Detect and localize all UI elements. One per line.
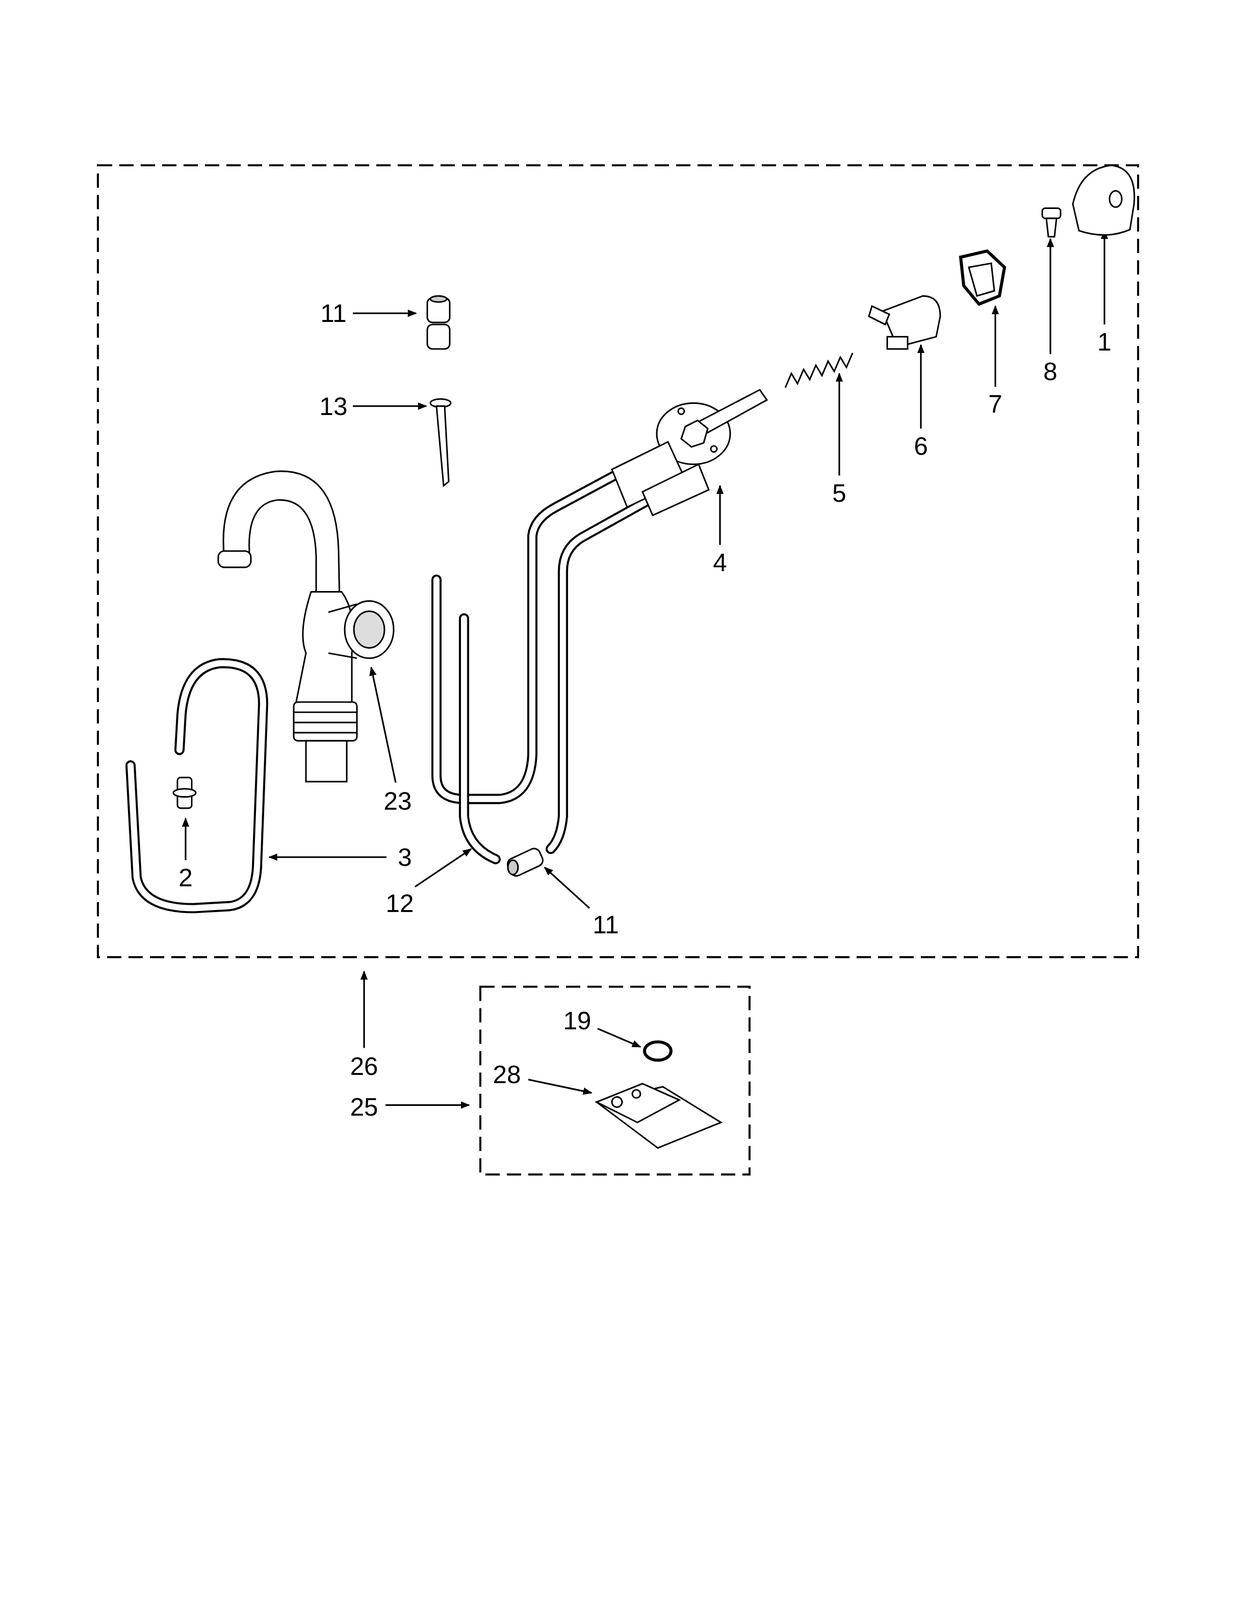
tubing bbox=[130, 471, 653, 908]
small-parts bbox=[710, 445, 717, 453]
callout-number: 25 bbox=[349, 1093, 379, 1120]
small-parts bbox=[507, 859, 519, 874]
small-parts bbox=[173, 788, 196, 797]
leader-lines bbox=[185, 230, 1105, 1106]
leader-lines bbox=[544, 867, 590, 908]
leader-lines bbox=[597, 1028, 641, 1047]
faucet-body bbox=[305, 740, 347, 782]
leader-lines bbox=[838, 373, 840, 476]
small-parts bbox=[632, 1089, 641, 1098]
assembly-boundary bbox=[480, 986, 750, 1174]
callout-number: 7 bbox=[988, 391, 1003, 417]
leader-lines bbox=[1049, 238, 1051, 354]
faucet-body bbox=[295, 591, 353, 705]
leader-lines bbox=[1103, 230, 1106, 325]
callout-number: 28 bbox=[492, 1061, 522, 1087]
small-parts bbox=[430, 295, 447, 302]
small-parts bbox=[1109, 190, 1122, 208]
callout-number: 11 bbox=[320, 300, 347, 326]
small-parts bbox=[642, 464, 709, 516]
small-parts bbox=[681, 420, 708, 447]
callout-number: 6 bbox=[913, 433, 928, 459]
small-parts bbox=[644, 1041, 672, 1061]
small-parts bbox=[611, 1096, 622, 1107]
callout-number: 11 bbox=[592, 911, 619, 937]
leader-lines bbox=[371, 666, 396, 783]
small-parts bbox=[678, 408, 685, 415]
callout-number: 1 bbox=[1097, 329, 1112, 355]
tubing bbox=[463, 618, 496, 859]
small-parts bbox=[436, 406, 449, 486]
leader-lines bbox=[919, 344, 922, 429]
tubing bbox=[550, 497, 653, 849]
callout-number: 19 bbox=[563, 1007, 592, 1033]
callout-number: 4 bbox=[713, 549, 728, 575]
faucet-body bbox=[344, 601, 394, 659]
faucet-body bbox=[293, 712, 357, 733]
leader-lines bbox=[385, 1104, 470, 1106]
leader-lines bbox=[352, 405, 427, 407]
faucet-body bbox=[218, 550, 251, 568]
leader-lines bbox=[352, 312, 416, 314]
small-parts bbox=[1072, 165, 1135, 236]
callout-number: 5 bbox=[832, 480, 847, 506]
small-parts bbox=[173, 165, 1135, 1148]
leader-lines bbox=[719, 485, 721, 545]
leader-lines bbox=[414, 848, 472, 887]
small-parts bbox=[1046, 218, 1057, 237]
small-parts bbox=[960, 251, 1005, 304]
small-parts bbox=[785, 352, 853, 388]
tubing bbox=[463, 618, 496, 859]
leader-lines bbox=[184, 818, 187, 860]
callout-number: 23 bbox=[383, 788, 412, 814]
assembly-boundary bbox=[97, 165, 1139, 957]
faucet-body bbox=[218, 471, 394, 782]
callout-number: 13 bbox=[319, 393, 348, 419]
faucet-body bbox=[353, 611, 385, 649]
small-parts bbox=[869, 305, 890, 325]
assembly-boundary bbox=[97, 165, 1139, 1174]
leader-lines bbox=[363, 971, 365, 1048]
small-parts bbox=[968, 263, 995, 296]
tubing bbox=[550, 497, 653, 849]
small-parts bbox=[505, 846, 545, 878]
callout-number: 2 bbox=[178, 864, 193, 890]
small-parts bbox=[887, 336, 908, 349]
leader-lines bbox=[528, 1079, 592, 1093]
tubing bbox=[130, 663, 264, 908]
callout-number: 3 bbox=[397, 844, 412, 870]
callout-number: 8 bbox=[1043, 358, 1058, 384]
faucet-body bbox=[328, 603, 357, 659]
small-parts bbox=[427, 324, 450, 349]
faucet-body bbox=[293, 701, 357, 741]
callout-number: 12 bbox=[385, 890, 414, 916]
small-parts bbox=[1042, 207, 1061, 219]
leader-lines bbox=[994, 305, 997, 387]
small-parts bbox=[596, 1083, 680, 1123]
tubing bbox=[130, 663, 264, 908]
leader-lines bbox=[269, 855, 387, 858]
callout-number: 26 bbox=[349, 1053, 379, 1079]
